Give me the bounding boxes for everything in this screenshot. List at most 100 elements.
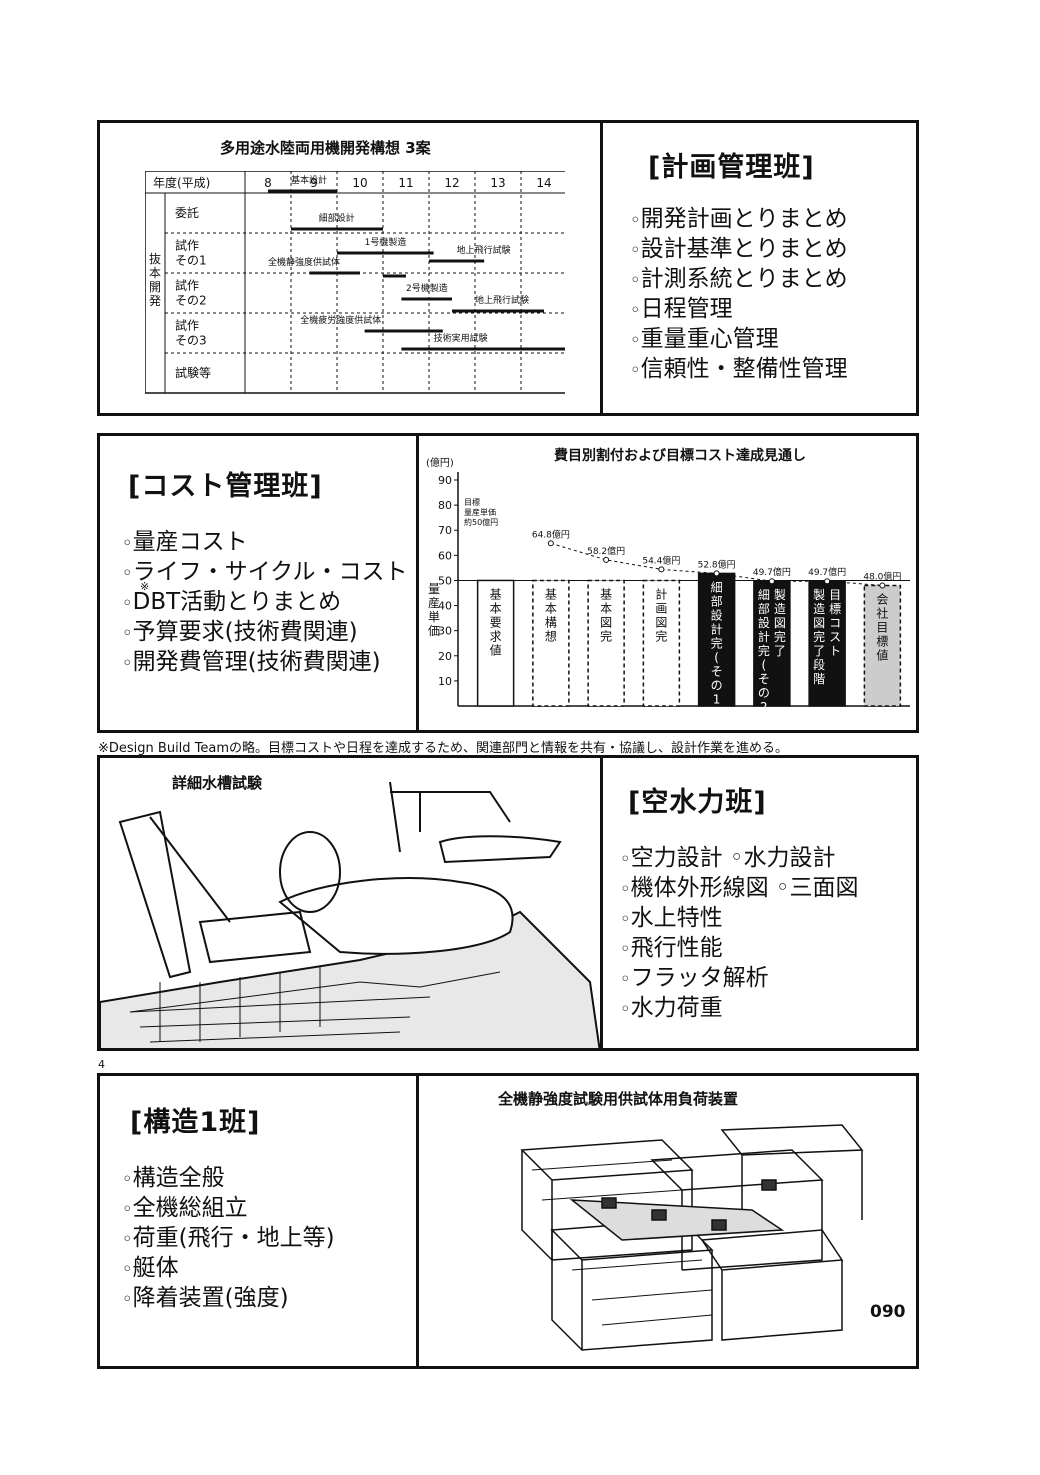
asterisk-mark: ※: [140, 580, 150, 593]
bar-text: 1: [713, 692, 721, 706]
row-label: 試作: [175, 238, 199, 253]
y-tick-label: 30: [438, 625, 452, 638]
bar-text: 標: [876, 634, 888, 648]
bar-text: 計: [711, 621, 723, 636]
bar-text: 図: [813, 616, 825, 630]
team-heading: [空水力班]: [628, 787, 767, 818]
bar-text: 完: [600, 628, 612, 643]
bar-text: 設: [711, 607, 723, 622]
bar-text: 会: [876, 592, 888, 606]
y-axis-label: 単: [428, 610, 440, 624]
value-label: 58.2億円: [587, 545, 625, 557]
y-tick-label: 50: [438, 574, 452, 587]
header-label: 年度(平成): [153, 175, 210, 190]
row-label: その2: [175, 294, 207, 308]
bar-text: 計: [655, 586, 667, 601]
illustration-title: 全機静強度試験用供試体用負荷装置: [498, 1090, 739, 1108]
bar-text: 完: [711, 635, 723, 650]
list-item: 水上特性: [620, 904, 859, 934]
panel-divider: [600, 123, 603, 413]
page-mark: 4: [98, 1058, 105, 1071]
panel-divider: [600, 758, 603, 1048]
water-tank-illustration: [100, 782, 600, 1048]
bar-text: 設: [758, 615, 770, 630]
bar-text: 標: [829, 602, 841, 616]
value-label: 49.7億円: [753, 566, 791, 578]
cost-bar: [642, 579, 681, 707]
bar-text: 目: [876, 620, 888, 634]
list-item: 開発費管理(技術費関連): [122, 648, 407, 678]
bar-text: 細: [711, 580, 723, 594]
bar-text: そ: [711, 664, 723, 678]
group-label-char: 本: [149, 266, 161, 280]
value-label: 49.7億円: [808, 566, 846, 578]
bar-text: 完: [655, 628, 667, 643]
value-label: 54.4億円: [642, 554, 680, 566]
bar-text: (: [762, 658, 767, 672]
bar-text: 構: [545, 615, 557, 629]
value-label: 64.8億円: [532, 528, 570, 540]
y-tick-label: 60: [438, 549, 452, 562]
bar-text: 造: [813, 602, 825, 616]
bar-text: 完: [758, 643, 770, 658]
list-item: 艇体: [122, 1254, 335, 1284]
panel-aero: 詳細水槽試験 [空水力班] 空力設計 ◦水力設計機体外形線図 ◦三面図水上特性飛…: [97, 755, 919, 1051]
bar-text: ト: [829, 644, 841, 658]
bar-text: 完: [774, 629, 786, 644]
y-axis-label: 産: [428, 595, 440, 610]
trend-point: [713, 570, 720, 577]
bar-text: 社: [876, 605, 888, 620]
bar-text: 2: [760, 700, 768, 714]
year-label: 13: [490, 176, 505, 190]
team-heading: [構造1班]: [130, 1107, 261, 1138]
bar-text: 基: [545, 587, 557, 601]
bar-text: 図: [600, 615, 612, 629]
bar-text: 本: [600, 601, 612, 615]
list-item: 開発計画とりまとめ: [630, 205, 848, 235]
schedule-frame: [145, 171, 565, 394]
row-label: 試作: [175, 278, 199, 293]
footnote: ※Design Build Teamの略。目標コストや日程を達成するため、関連部…: [98, 741, 789, 756]
bar-text: (: [714, 650, 719, 664]
value-label: 52.8億円: [698, 558, 736, 570]
list-item: 構造全般: [122, 1164, 335, 1194]
list-item: 荷重(飛行・地上等): [122, 1224, 335, 1254]
list-item: 設計基準とりまとめ: [630, 235, 848, 265]
team-list: 量産コストライフ・サイクル・コストDBT活動とりまとめ予算要求(技術費関連)開発…: [122, 528, 408, 678]
row-label: 委託: [175, 205, 199, 220]
row-label: 試験等: [175, 365, 211, 380]
team-heading: [コスト管理班]: [128, 471, 323, 502]
group-label-char: 抜: [149, 252, 161, 266]
bar-text: 造: [774, 602, 786, 616]
list-item: 降着装置(強度): [122, 1284, 335, 1314]
bar-text: 段: [813, 657, 825, 672]
bar-label: 技術実用試験: [434, 332, 488, 344]
team-list: 空力設計 ◦水力設計機体外形線図 ◦三面図水上特性飛行性能フラッタ解析水力荷重: [620, 844, 859, 1024]
trend-point: [547, 540, 554, 547]
y-tick-label: 20: [438, 650, 452, 663]
y-tick-label: 80: [438, 499, 452, 512]
year-label: 12: [444, 176, 459, 190]
bar-label: 全機静強度供試体: [268, 256, 340, 268]
team-list: 構造全般全機総組立荷重(飛行・地上等)艇体降着装置(強度): [122, 1164, 335, 1314]
target-note: 約50億円: [464, 517, 498, 527]
bar-text: ): [762, 714, 767, 728]
list-item: 全機総組立: [122, 1194, 335, 1224]
panel-cost: [コスト管理班] 量産コストライフ・サイクル・コストDBT活動とりまとめ予算要求…: [97, 433, 919, 733]
target-note: 目標: [464, 497, 480, 507]
panel-divider: [416, 1076, 419, 1366]
year-label: 14: [536, 176, 551, 190]
list-item: 飛行性能: [620, 934, 859, 964]
bar-text: 基: [600, 587, 612, 601]
bar-text: 階: [813, 671, 825, 686]
cost-bar: [476, 579, 515, 707]
bar-text: 値: [490, 642, 502, 657]
bar-text: 値: [876, 647, 888, 662]
group-label-char: 開: [149, 280, 161, 294]
bar-label: 地上飛行試験: [457, 244, 511, 256]
bar-label: 基本設計: [291, 174, 327, 186]
page-number: 090: [870, 1302, 906, 1322]
list-item: 重量重心管理: [630, 325, 848, 355]
cost-bar: [753, 580, 791, 707]
bar-text: 図: [655, 615, 667, 629]
